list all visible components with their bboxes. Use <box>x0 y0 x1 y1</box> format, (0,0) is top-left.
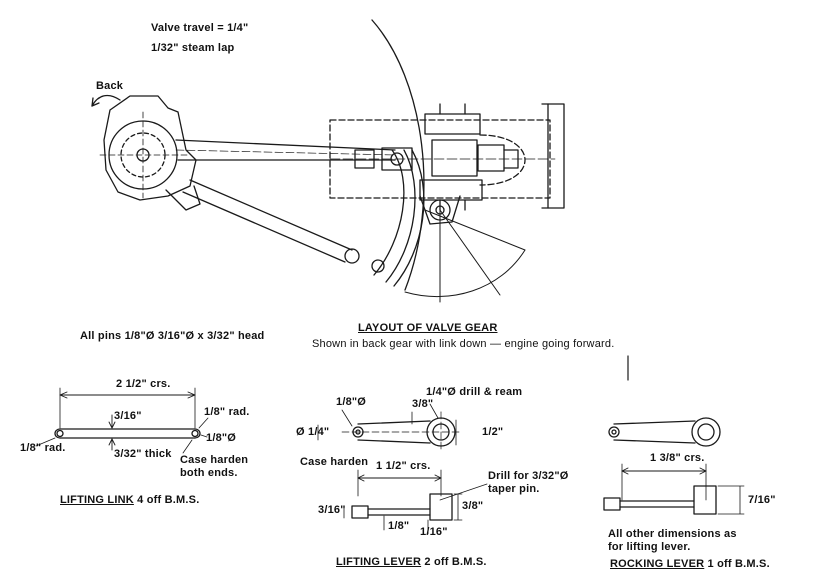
rocking-lever-centres-dim: 1 3/8" crs. <box>650 452 705 464</box>
lifting-lever-qty: 2 off B.M.S. <box>424 556 487 568</box>
lifting-link-drawing <box>35 387 209 454</box>
rocking-lever-title-text: ROCKING LEVER <box>610 558 705 570</box>
lifting-lever-title-text: LIFTING LEVER <box>336 556 422 568</box>
lifting-link-width-dim: 3/16" <box>114 410 142 422</box>
lifting-link-qty: 4 off B.M.S. <box>137 494 200 506</box>
layout-title: LAYOUT OF VALVE GEAR <box>358 322 498 334</box>
lifting-link-rad-right: 1/8" rad. <box>204 406 250 418</box>
lifting-link-title: LIFTING LINK 4 off B.M.S. <box>60 494 199 506</box>
lifting-lever-drill-note: Drill for 3/32"Ø taper pin. <box>488 470 569 495</box>
lifting-lever-left-thk-dim: 3/16" <box>318 504 346 516</box>
lifting-lever-boss-len-dim: 1/16" <box>420 526 448 538</box>
lifting-lever-centres-dim: 1 1/2" crs. <box>376 460 431 472</box>
lifting-lever-right-thk-dim: 3/8" <box>462 500 484 512</box>
all-pins-note: All pins 1/8"Ø 3/16"Ø x 3/32" head <box>80 330 265 342</box>
lifting-lever-left-dia-dim: Ø 1/4" <box>296 426 330 438</box>
lifting-link-centres-dim: 2 1/2" crs. <box>116 378 171 390</box>
lifting-lever-drawing <box>317 403 488 535</box>
lifting-lever-web-dim: 1/8" <box>388 520 410 532</box>
layout-subtitle: Shown in back gear with link down — engi… <box>312 338 615 350</box>
valve-travel-note: Valve travel = 1/4" <box>151 22 249 34</box>
lifting-link-case-note: Case harden both ends. <box>180 454 249 479</box>
lifting-lever-small-hole-dim: 1/8"Ø <box>336 396 367 408</box>
back-direction-label: Back <box>96 80 124 92</box>
rocking-lever-drawing <box>603 355 745 515</box>
lifting-lever-drill-dim: 1/4"Ø drill & ream <box>426 386 523 398</box>
rocking-lever-qty: 1 off B.M.S. <box>707 558 770 570</box>
valve-gear-layout <box>91 19 565 303</box>
steam-lap-note: 1/32" steam lap <box>151 42 235 54</box>
rocking-lever-title: ROCKING LEVER 1 off B.M.S. <box>610 558 770 570</box>
lifting-link-title-text: LIFTING LINK <box>60 494 134 506</box>
lifting-link-rad-left: 1/8" rad. <box>20 442 66 454</box>
lifting-link-thick-dim: 3/32" thick <box>114 448 172 460</box>
rocking-lever-boss-dim: 7/16" <box>748 494 776 506</box>
lifting-lever-height-dim: 1/2" <box>482 426 504 438</box>
rocking-lever-note: All other dimensions as for lifting leve… <box>608 528 737 553</box>
lifting-lever-title: LIFTING LEVER 2 off B.M.S. <box>336 556 487 568</box>
lifting-lever-case-note: Case harden <box>300 456 369 468</box>
lifting-lever-boss-dim: 3/8" <box>412 398 434 410</box>
lifting-link-hole-dim: 1/8"Ø <box>206 432 237 444</box>
